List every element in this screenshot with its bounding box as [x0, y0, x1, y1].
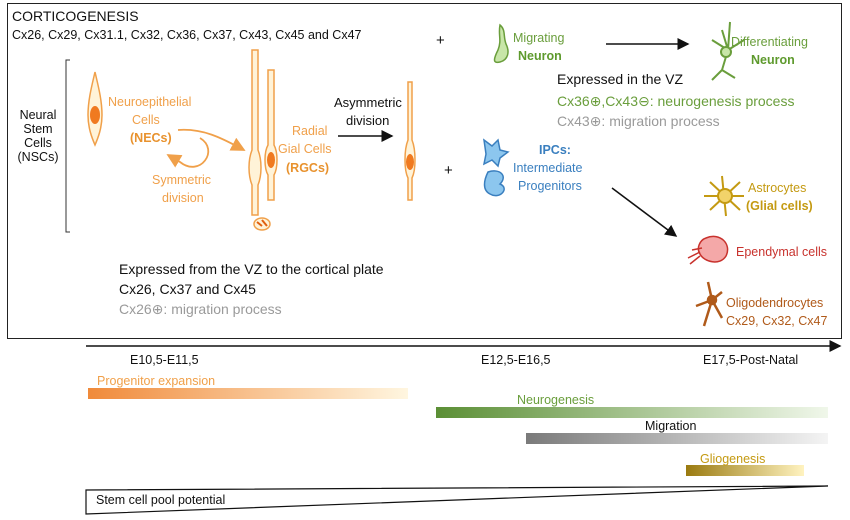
asymmetric-label-1: Asymmetric — [334, 95, 402, 110]
migrating-label-2: Neuron — [518, 49, 562, 63]
rgc-label-2: Gial Cells — [278, 142, 332, 156]
timeline-label-3: E17,5-Post-Natal — [703, 353, 799, 367]
ipc-label-2: Progenitors — [518, 179, 582, 193]
daughter-cell-icon — [404, 81, 416, 201]
ipc-to-glial-arrow — [611, 187, 678, 237]
ependymal-cell-icon — [687, 235, 729, 265]
connexin-list: Cx26, Cx29, Cx31.1, Cx32, Cx36, Cx37, Cx… — [12, 28, 362, 42]
cortical-heading: Expressed from the VZ to the cortical pl… — [119, 261, 384, 277]
symmetric-label-1: Symmetric — [152, 173, 212, 187]
differentiating-label-1: Differentiating — [731, 35, 808, 49]
nec-label-1: Neuroepithelial — [108, 95, 192, 109]
vz-line-2: Cx43⊕: migration process — [557, 113, 720, 129]
migrating-neuron-icon — [493, 23, 509, 64]
migration-bar — [526, 433, 828, 444]
vz-heading: Expressed in the VZ — [557, 71, 684, 87]
plus-sign-2: + — [444, 162, 453, 179]
nsc-bracket — [65, 59, 70, 233]
migration-label: Migration — [645, 419, 697, 433]
differentiating-label-2: Neuron — [751, 53, 795, 67]
stem-cell-label: Stem cell pool potential — [96, 493, 226, 507]
astrocyte-label-1: Astrocytes — [748, 181, 807, 195]
astrocyte-icon — [704, 175, 744, 217]
page-title: CORTICOGENESIS — [12, 8, 139, 24]
progenitor-bar — [88, 388, 408, 399]
ipc-label-1: Intermediate — [513, 161, 583, 175]
symmetric-label-2: division — [162, 191, 204, 205]
rgc-label-1: Radial — [292, 124, 328, 138]
ependymal-label: Ependymal cells — [736, 245, 828, 259]
oligodendrocyte-icon — [695, 281, 724, 327]
nec-to-rgc-arrow — [177, 128, 246, 151]
nec-cell-icon — [87, 71, 103, 147]
plus-sign-1: + — [436, 32, 445, 49]
gliogenesis-label: Gliogenesis — [700, 452, 766, 466]
oligo-label-1: Oligodendrocytes — [726, 296, 824, 310]
migrating-label-1: Migrating — [513, 31, 565, 45]
timeline-label-1: E10,5-E11,5 — [130, 353, 199, 367]
nec-abbr: (NECs) — [130, 131, 172, 145]
differentiating-neuron-icon — [711, 21, 745, 81]
gliogenesis-bar — [686, 465, 804, 476]
stem-cell-wedge — [85, 485, 829, 515]
oligo-label-2: Cx29, Cx32, Cx47 — [726, 314, 828, 328]
ipc-cell-icon — [482, 138, 510, 197]
neurogenesis-bar — [436, 407, 828, 418]
timeline-label-2: E12,5-E16,5 — [481, 353, 551, 367]
rgc-abbr: (RGCs) — [286, 161, 330, 175]
rgc-cell-icon — [248, 49, 278, 231]
cortical-line-2: Cx26⊕: migration process — [119, 301, 282, 317]
vz-line-1: Cx36⊕,Cx43⊖: neurogenesis process — [557, 93, 795, 109]
progenitor-label: Progenitor expansion — [97, 374, 216, 388]
asymmetric-label-2: division — [346, 113, 390, 128]
ipc-abbr: IPCs: — [539, 143, 571, 157]
corticogenesis-panel — [7, 3, 842, 339]
nec-label-2: Cells — [132, 113, 160, 127]
symmetric-loop-arrow — [166, 137, 210, 168]
astrocyte-label-2: (Glial cells) — [746, 199, 813, 213]
cortical-line-1: Cx26, Cx37 and Cx45 — [119, 281, 256, 297]
neurogenesis-label: Neurogenesis — [517, 393, 595, 407]
